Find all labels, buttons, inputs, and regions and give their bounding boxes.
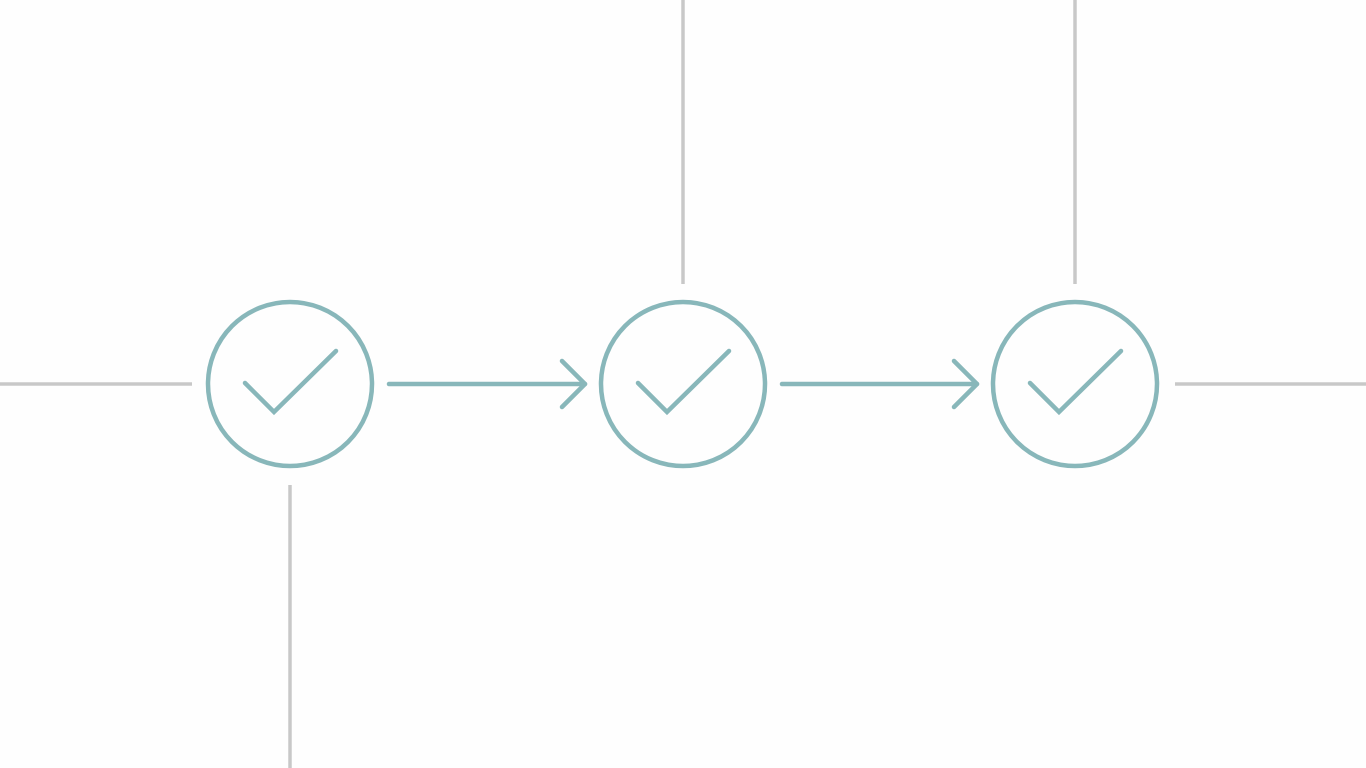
flow-arrow-2 — [779, 358, 980, 410]
step-node-2 — [598, 299, 768, 469]
step-node-3 — [990, 299, 1160, 469]
check-icon — [1027, 348, 1124, 416]
flow-arrow-1 — [386, 358, 588, 410]
arrow-head-icon — [951, 358, 980, 410]
step-ring — [205, 299, 375, 469]
step-node-1 — [205, 299, 375, 469]
step-nodes — [205, 299, 1160, 469]
step-ring — [598, 299, 768, 469]
check-icon — [635, 348, 732, 416]
flow-arrows — [386, 358, 980, 410]
check-icon — [242, 348, 339, 416]
step-ring — [990, 299, 1160, 469]
arrow-head-icon — [559, 358, 588, 410]
